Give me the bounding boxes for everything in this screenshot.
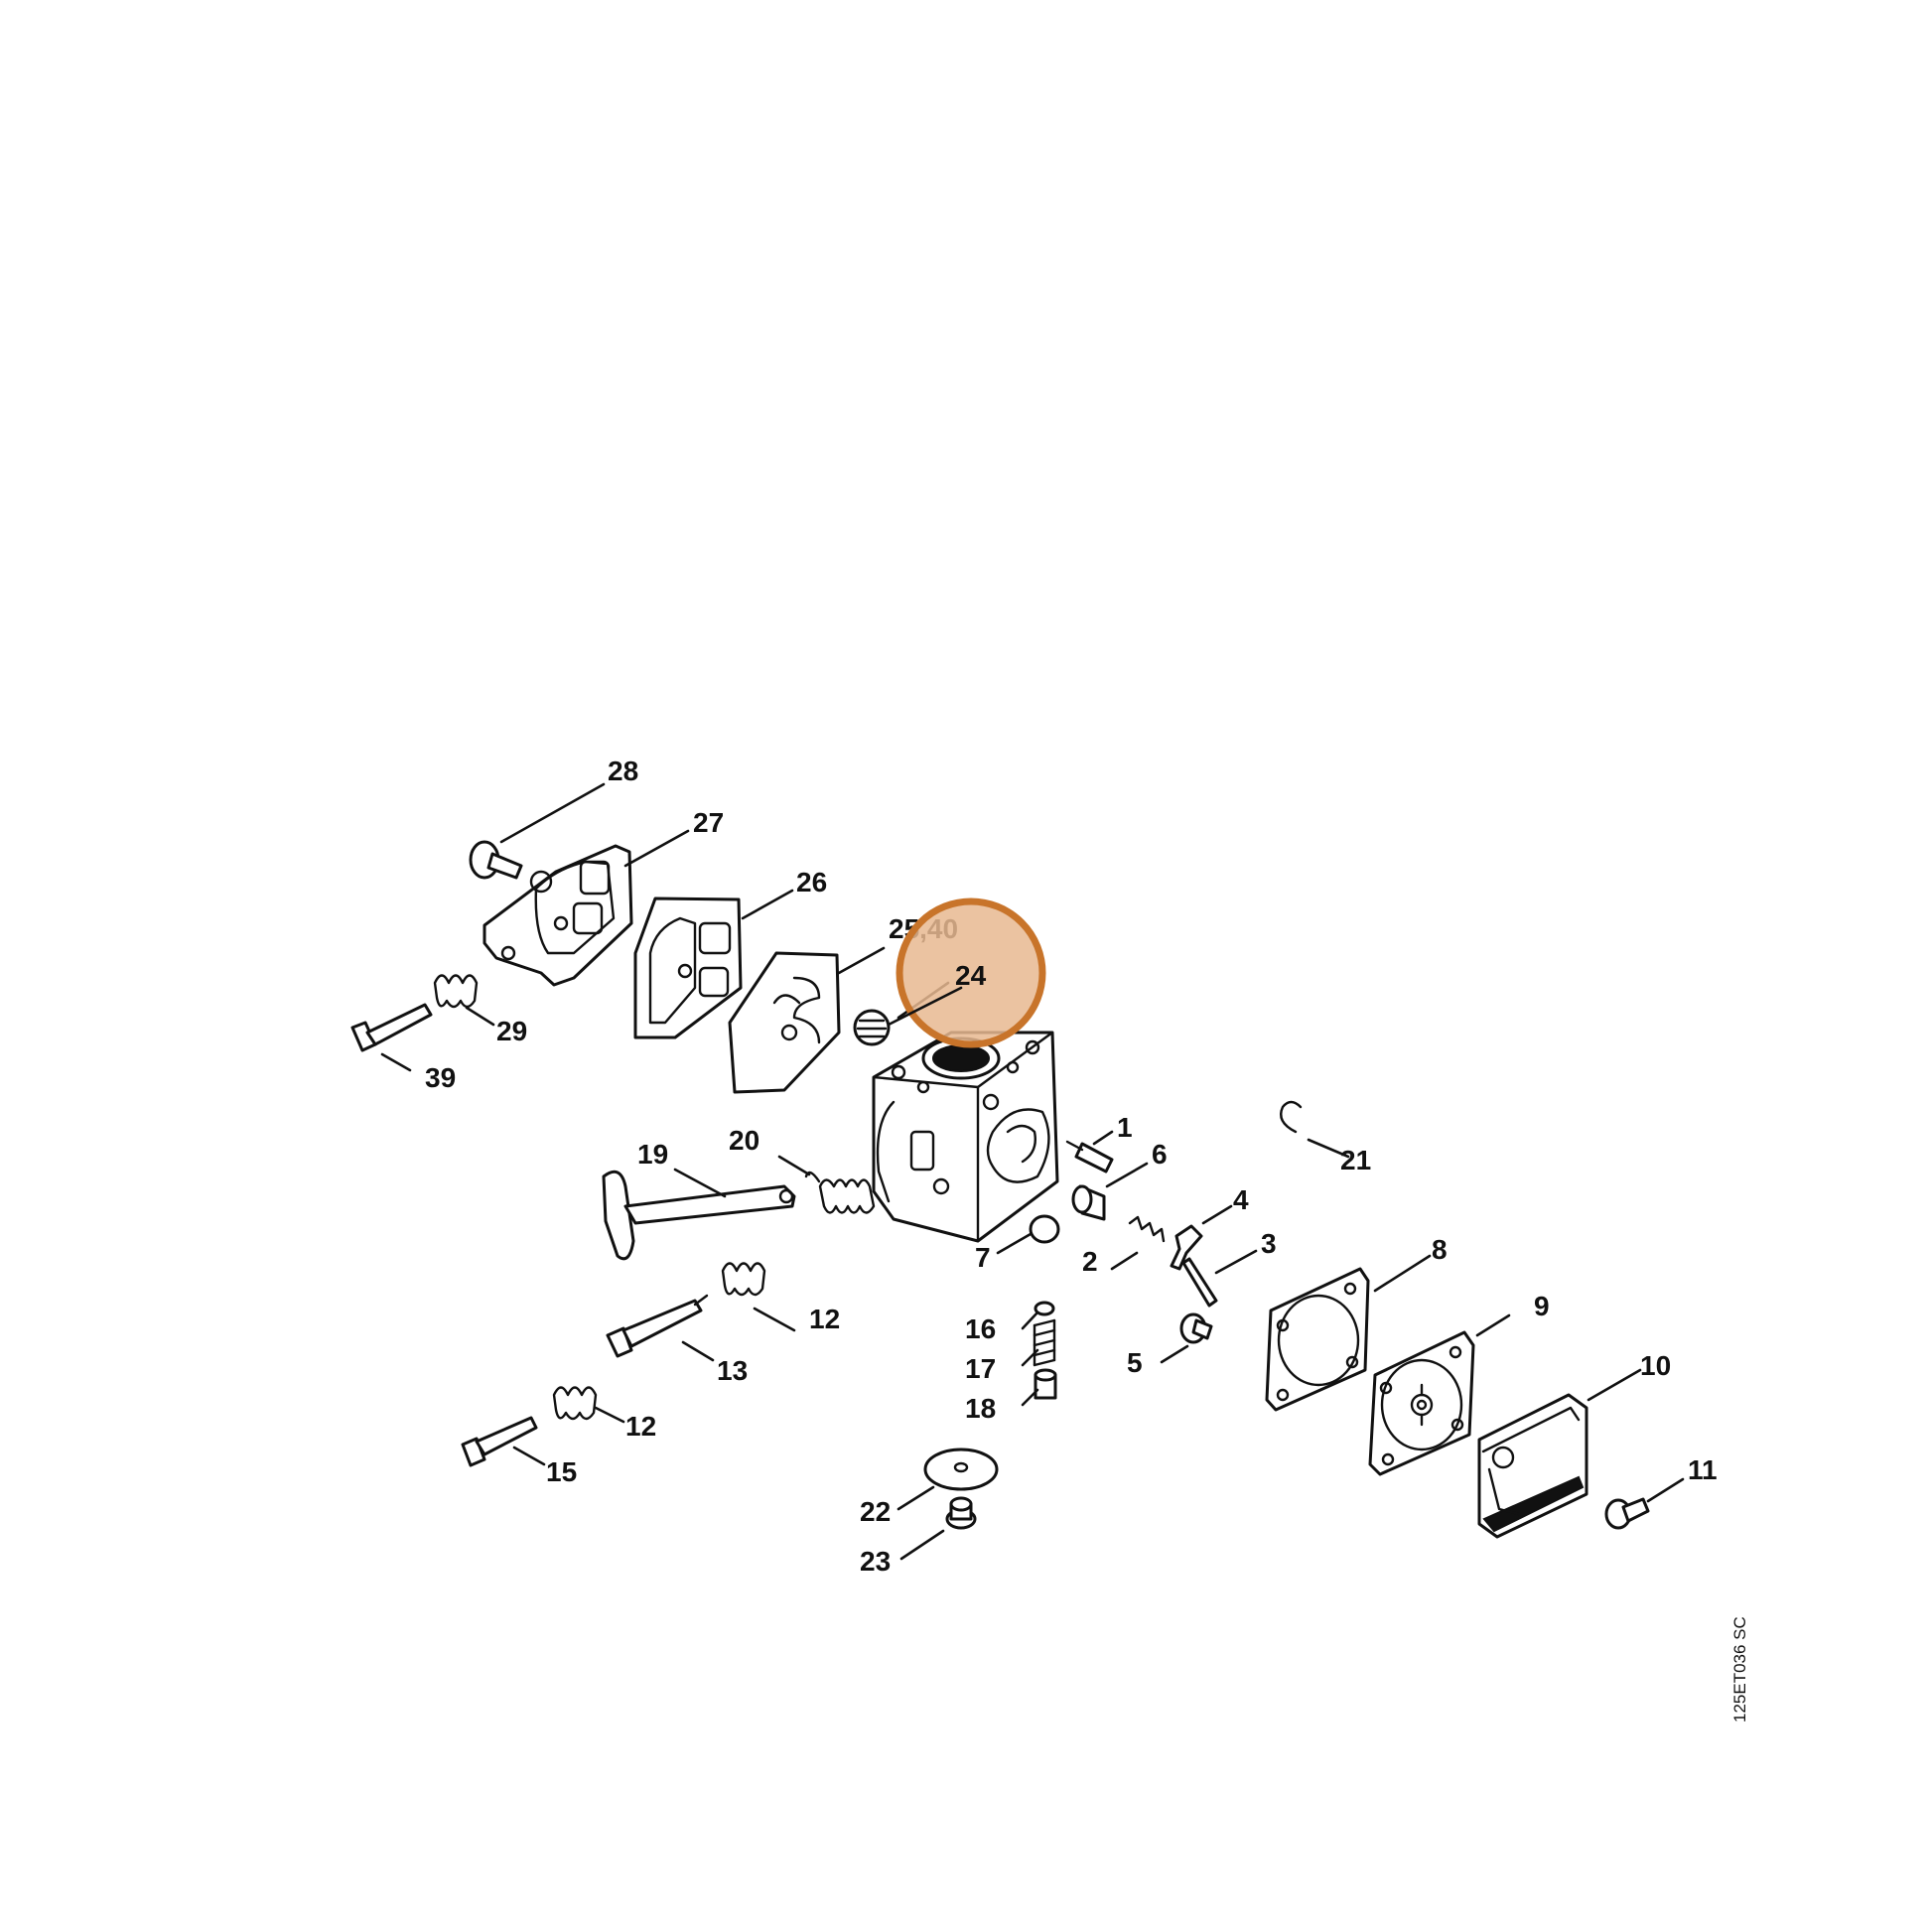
leader-lines (380, 782, 1685, 1561)
callout-12-upper[interactable]: 12 (809, 1304, 840, 1334)
part-3-pin[interactable] (1181, 1257, 1218, 1308)
callout-26[interactable]: 26 (796, 867, 827, 897)
part-2-spring[interactable] (1128, 1215, 1166, 1243)
part-8-gasket[interactable] (1265, 1267, 1370, 1412)
part-28-screw[interactable] (469, 840, 523, 880)
drawing-code: 125ET036 SC (1730, 1616, 1749, 1723)
part-16-ring[interactable] (1034, 1301, 1055, 1316)
part-20-spring[interactable] (804, 1171, 876, 1214)
callout-17[interactable]: 17 (965, 1353, 996, 1384)
part-5-screw[interactable] (1179, 1312, 1213, 1344)
part-24-strainer[interactable] (853, 1009, 891, 1046)
part-15-low-speed-needle[interactable] (461, 1416, 538, 1467)
part-27-pump-cover[interactable] (483, 844, 633, 987)
callout-7[interactable]: 7 (975, 1242, 991, 1273)
callout-1[interactable]: 1 (1117, 1112, 1133, 1143)
callout-4[interactable]: 4 (1233, 1184, 1249, 1215)
callout-20[interactable]: 20 (729, 1125, 759, 1156)
callout-23[interactable]: 23 (860, 1546, 891, 1577)
highlight-marker-24[interactable]: 24 (887, 897, 1046, 1048)
part-29-spring[interactable] (433, 974, 479, 1009)
part-9-metering-diaphragm[interactable] (1368, 1330, 1475, 1476)
callout-2[interactable]: 2 (1082, 1246, 1098, 1277)
callout-24[interactable]: 24 (955, 960, 987, 991)
callout-8[interactable]: 8 (1432, 1234, 1448, 1265)
part-23-screw[interactable] (945, 1496, 977, 1530)
callout-28[interactable]: 28 (608, 756, 638, 786)
part-39-screw[interactable] (350, 1003, 433, 1052)
callout-6[interactable]: 6 (1152, 1139, 1168, 1170)
callout-13[interactable]: 13 (717, 1355, 748, 1386)
part-10-cover[interactable] (1477, 1393, 1588, 1539)
part-13-high-speed-needle[interactable] (606, 1294, 709, 1358)
callout-22[interactable]: 22 (860, 1496, 891, 1527)
callout-39[interactable]: 39 (425, 1062, 456, 1093)
part-19-throttle-shaft[interactable] (602, 1170, 796, 1261)
callout-21[interactable]: 21 (1340, 1145, 1371, 1175)
callout-10[interactable]: 10 (1640, 1350, 1671, 1381)
part-11-screw[interactable] (1604, 1497, 1650, 1530)
callout-16[interactable]: 16 (965, 1313, 996, 1344)
part-21-clip[interactable] (1279, 1100, 1303, 1134)
callout-11[interactable]: 11 (1688, 1454, 1718, 1485)
part-26-gasket[interactable] (633, 897, 743, 1039)
callout-15[interactable]: 15 (546, 1456, 577, 1487)
part-17-spring[interactable] (1033, 1318, 1056, 1367)
part-12-spring-lower[interactable] (552, 1386, 598, 1421)
callout-3[interactable]: 3 (1261, 1228, 1277, 1259)
callout-29[interactable]: 29 (496, 1016, 527, 1046)
part-12-spring-upper[interactable] (721, 1262, 766, 1297)
callout-27[interactable]: 27 (693, 807, 724, 838)
part-25-40-diaphragm[interactable] (728, 951, 841, 1094)
part-4-metering-lever[interactable] (1170, 1224, 1203, 1271)
callout-18[interactable]: 18 (965, 1393, 996, 1424)
callout-5[interactable]: 5 (1127, 1347, 1143, 1378)
carburetor-body[interactable] (872, 1031, 1059, 1243)
part-22-disc[interactable] (923, 1448, 999, 1491)
highlight-circle (896, 897, 1046, 1048)
part-6-fitting[interactable] (1071, 1184, 1106, 1221)
callout-12-lower[interactable]: 12 (625, 1411, 656, 1442)
callout-9[interactable]: 9 (1534, 1291, 1550, 1321)
callout-labels: 28 27 26 25,40 29 39 1 6 4 3 2 7 21 8 9 … (425, 756, 1718, 1577)
callout-19[interactable]: 19 (637, 1139, 668, 1170)
part-18-valve[interactable] (1034, 1368, 1057, 1400)
part-7-o-ring[interactable] (1029, 1214, 1060, 1244)
part-1-inlet-needle[interactable] (1065, 1140, 1114, 1173)
